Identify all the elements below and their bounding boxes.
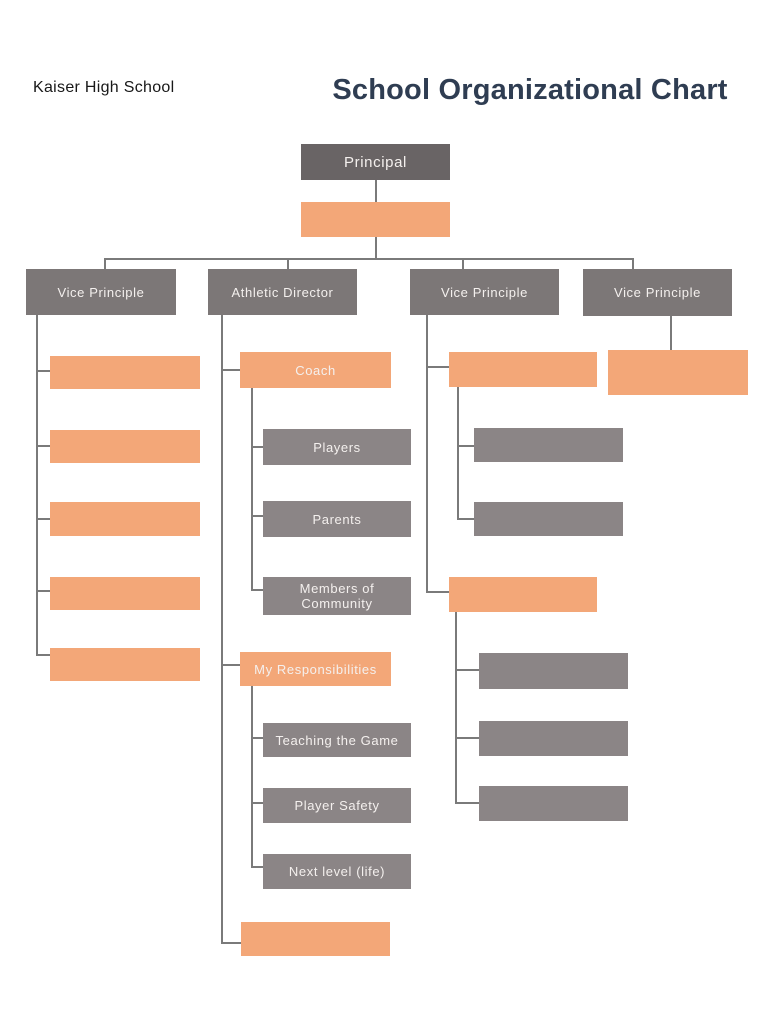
connector-line [455,669,479,671]
node-coach: Coach [240,352,391,388]
node-empty-col3-7 [479,786,628,821]
connector-line [251,388,253,589]
connector-line [426,366,449,368]
node-empty-col3-4 [449,577,597,612]
connector-line [426,591,449,593]
node-my-responsibilities: My Responsibilities [240,652,391,686]
connector-line [287,258,289,269]
connector-line [36,518,50,520]
node-empty-col1-3 [50,502,200,536]
connector-line [104,258,633,260]
node-label: Vice Principle [441,284,528,300]
connector-line [457,387,459,519]
connector-line [251,866,263,868]
connector-line [455,737,479,739]
connector-line [104,258,106,269]
node-empty-col3-1 [449,352,597,387]
node-empty-col1-4 [50,577,200,610]
node-empty-col1-2 [50,430,200,463]
node-label: Players [313,439,361,455]
node-empty-col3-6 [479,721,628,756]
node-next-level: Next level (life) [263,854,411,889]
connector-line [251,446,263,448]
node-empty-col1-5 [50,648,200,681]
node-label: Vice Principle [614,285,701,300]
node-athletic-director: Athletic Director [208,269,357,315]
connector-line [36,315,38,655]
connector-line [251,515,263,517]
page-title: School Organizational Chart [332,74,728,106]
connector-line [375,237,377,258]
school-name: Kaiser High School [33,79,175,96]
connector-line [221,369,240,371]
connector-line [36,370,50,372]
node-label: Parents [312,511,362,527]
connector-line [426,315,428,592]
connector-line [221,942,241,944]
connector-line [251,737,263,739]
connector-line [457,445,474,447]
connector-line [455,612,457,803]
connector-line [36,654,50,656]
node-empty-col4-1 [608,350,748,395]
node-label: Members of Community [299,581,375,611]
node-players: Players [263,429,411,465]
connector-line [632,258,634,269]
node-members-of-community: Members of Community [263,577,411,615]
connector-line [221,315,223,943]
connector-line [251,589,263,591]
node-empty-under-principal [301,202,450,237]
connector-line [251,686,253,867]
node-label: Player Safety [294,798,380,813]
node-principal: Principal [301,144,450,180]
node-empty-col3-2 [474,428,623,462]
node-empty-col3-3 [474,502,623,536]
node-label: Next level (life) [288,864,386,879]
node-label: Coach [295,362,336,378]
node-empty-col2-bottom [241,922,390,956]
connector-line [36,590,50,592]
connector-line [457,518,474,520]
connector-line [221,664,240,666]
connector-line [375,180,377,202]
node-empty-col1-1 [50,356,200,389]
node-label: Principal [344,153,407,171]
connector-line [462,258,464,269]
connector-line [670,316,672,350]
node-parents: Parents [263,501,411,537]
node-teaching-the-game: Teaching the Game [263,723,411,757]
connector-line [251,802,263,804]
node-empty-col3-5 [479,653,628,689]
node-label: Vice Principle [57,284,145,300]
node-vice-principle-3: Vice Principle [583,269,732,316]
node-player-safety: Player Safety [263,788,411,823]
node-vice-principle-2: Vice Principle [410,269,559,315]
node-label: Athletic Director [231,284,334,300]
node-label: My Responsibilities [254,661,377,677]
connector-line [455,802,479,804]
node-label: Teaching the Game [275,732,399,748]
connector-line [36,445,50,447]
node-vice-principle-1: Vice Principle [26,269,176,315]
